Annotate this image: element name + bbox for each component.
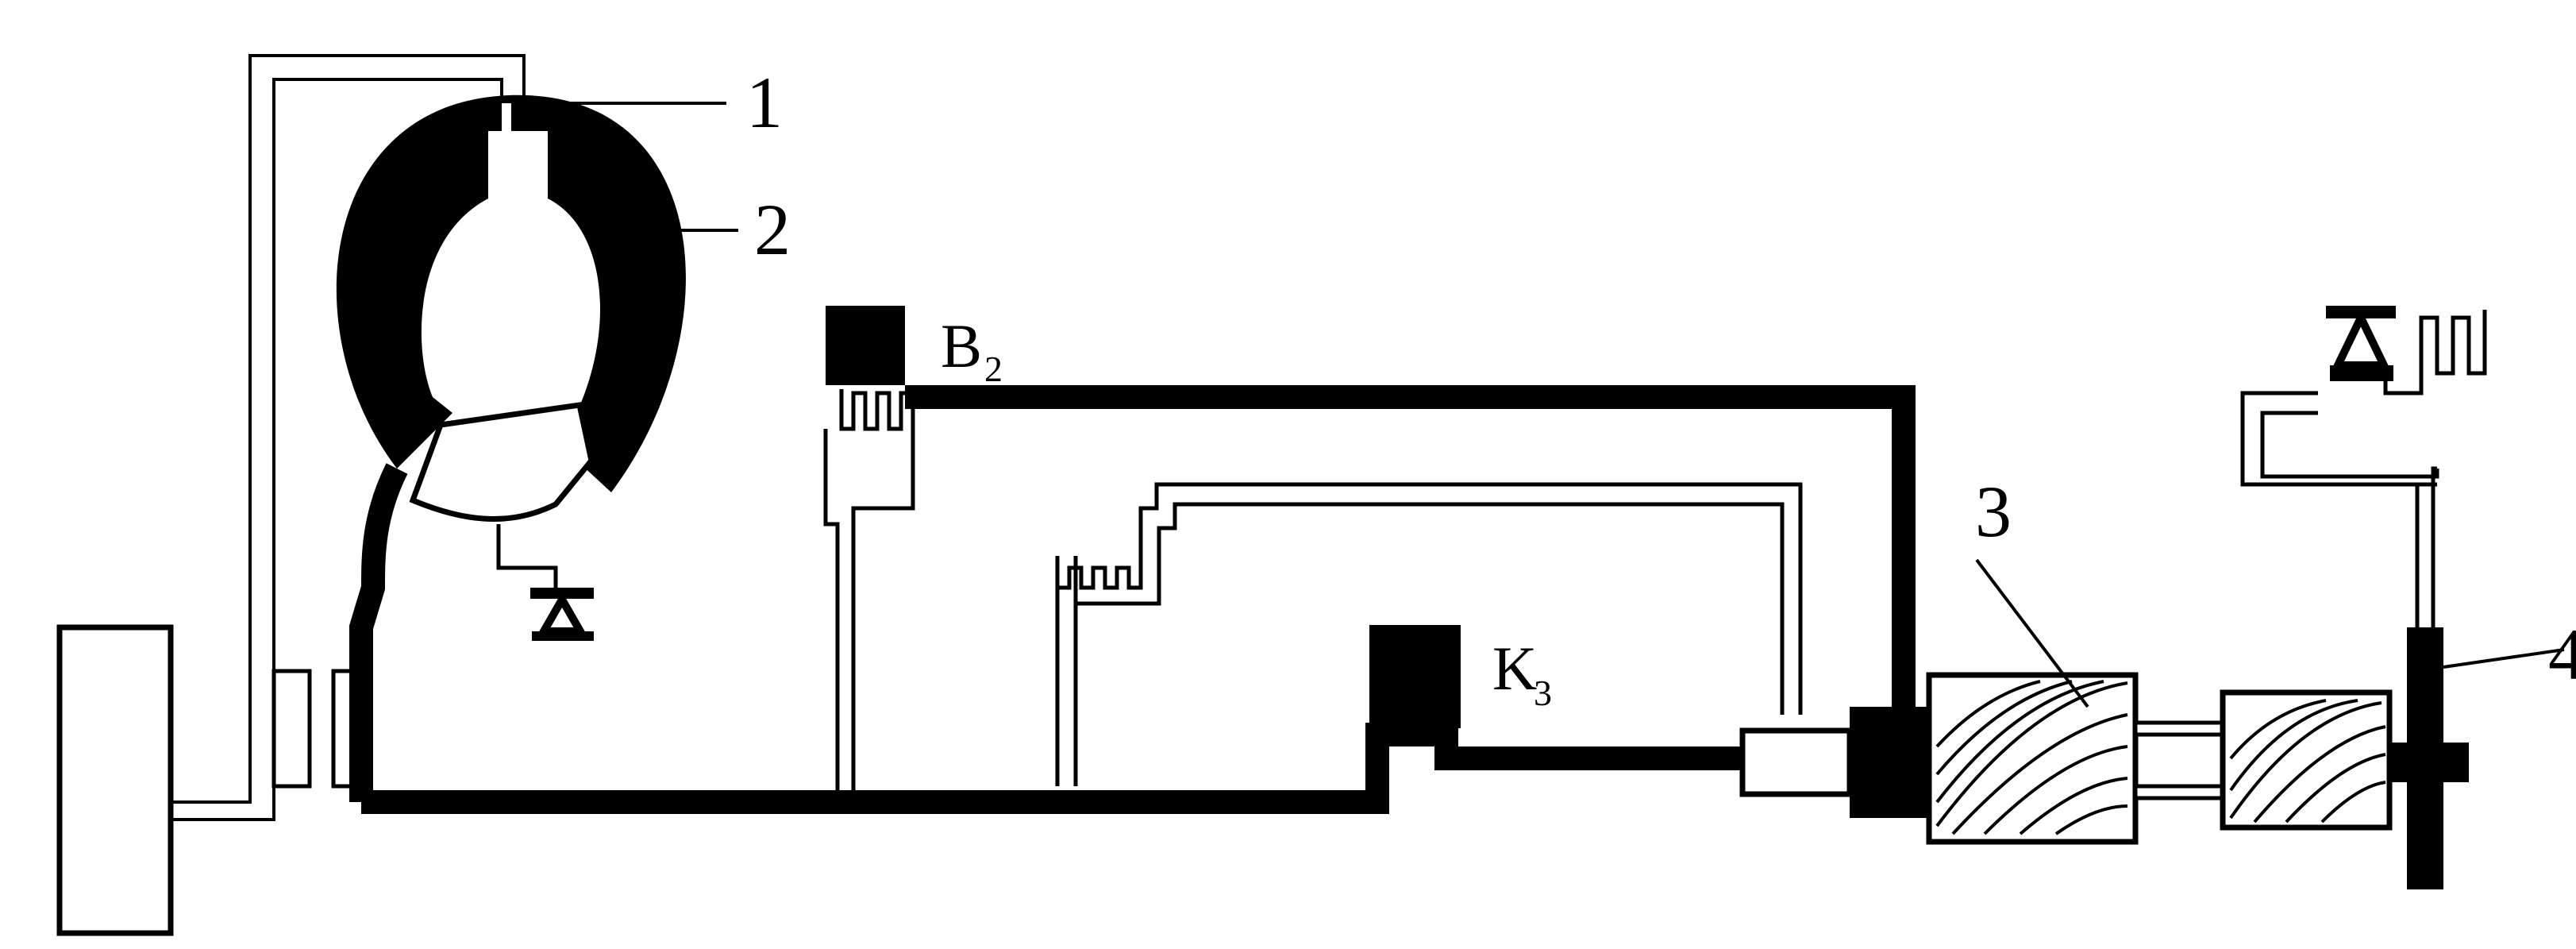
label-valve-b: B: [941, 311, 982, 380]
reservoir-tank: [56, 624, 174, 936]
shaft-4: [2407, 466, 2443, 889]
label-valve-b-sub: 2: [984, 349, 1003, 389]
label-part-4: 4: [2548, 614, 2576, 695]
weight-symbol-right: [2240, 306, 2487, 487]
branch-spring: [1055, 482, 1803, 786]
label-part-2: 2: [754, 189, 791, 270]
supply-pipe: [171, 54, 526, 821]
sector-element: [409, 402, 595, 592]
label-part-3: 3: [1975, 471, 2012, 552]
leader-lines: [524, 102, 2565, 708]
main-bottom-line: [361, 723, 1850, 814]
valve-k: [1369, 625, 1461, 728]
label-part-1: 1: [746, 62, 783, 143]
hatched-cylinder-3: [1926, 672, 2225, 845]
label-valve-k: K: [1492, 634, 1537, 703]
coupling: [1739, 707, 1929, 818]
label-valve-k-sub: 3: [1534, 673, 1552, 713]
weight-symbol-left: [530, 588, 594, 641]
valve-b: [823, 306, 1916, 794]
horseshoe-casing: [336, 95, 686, 802]
